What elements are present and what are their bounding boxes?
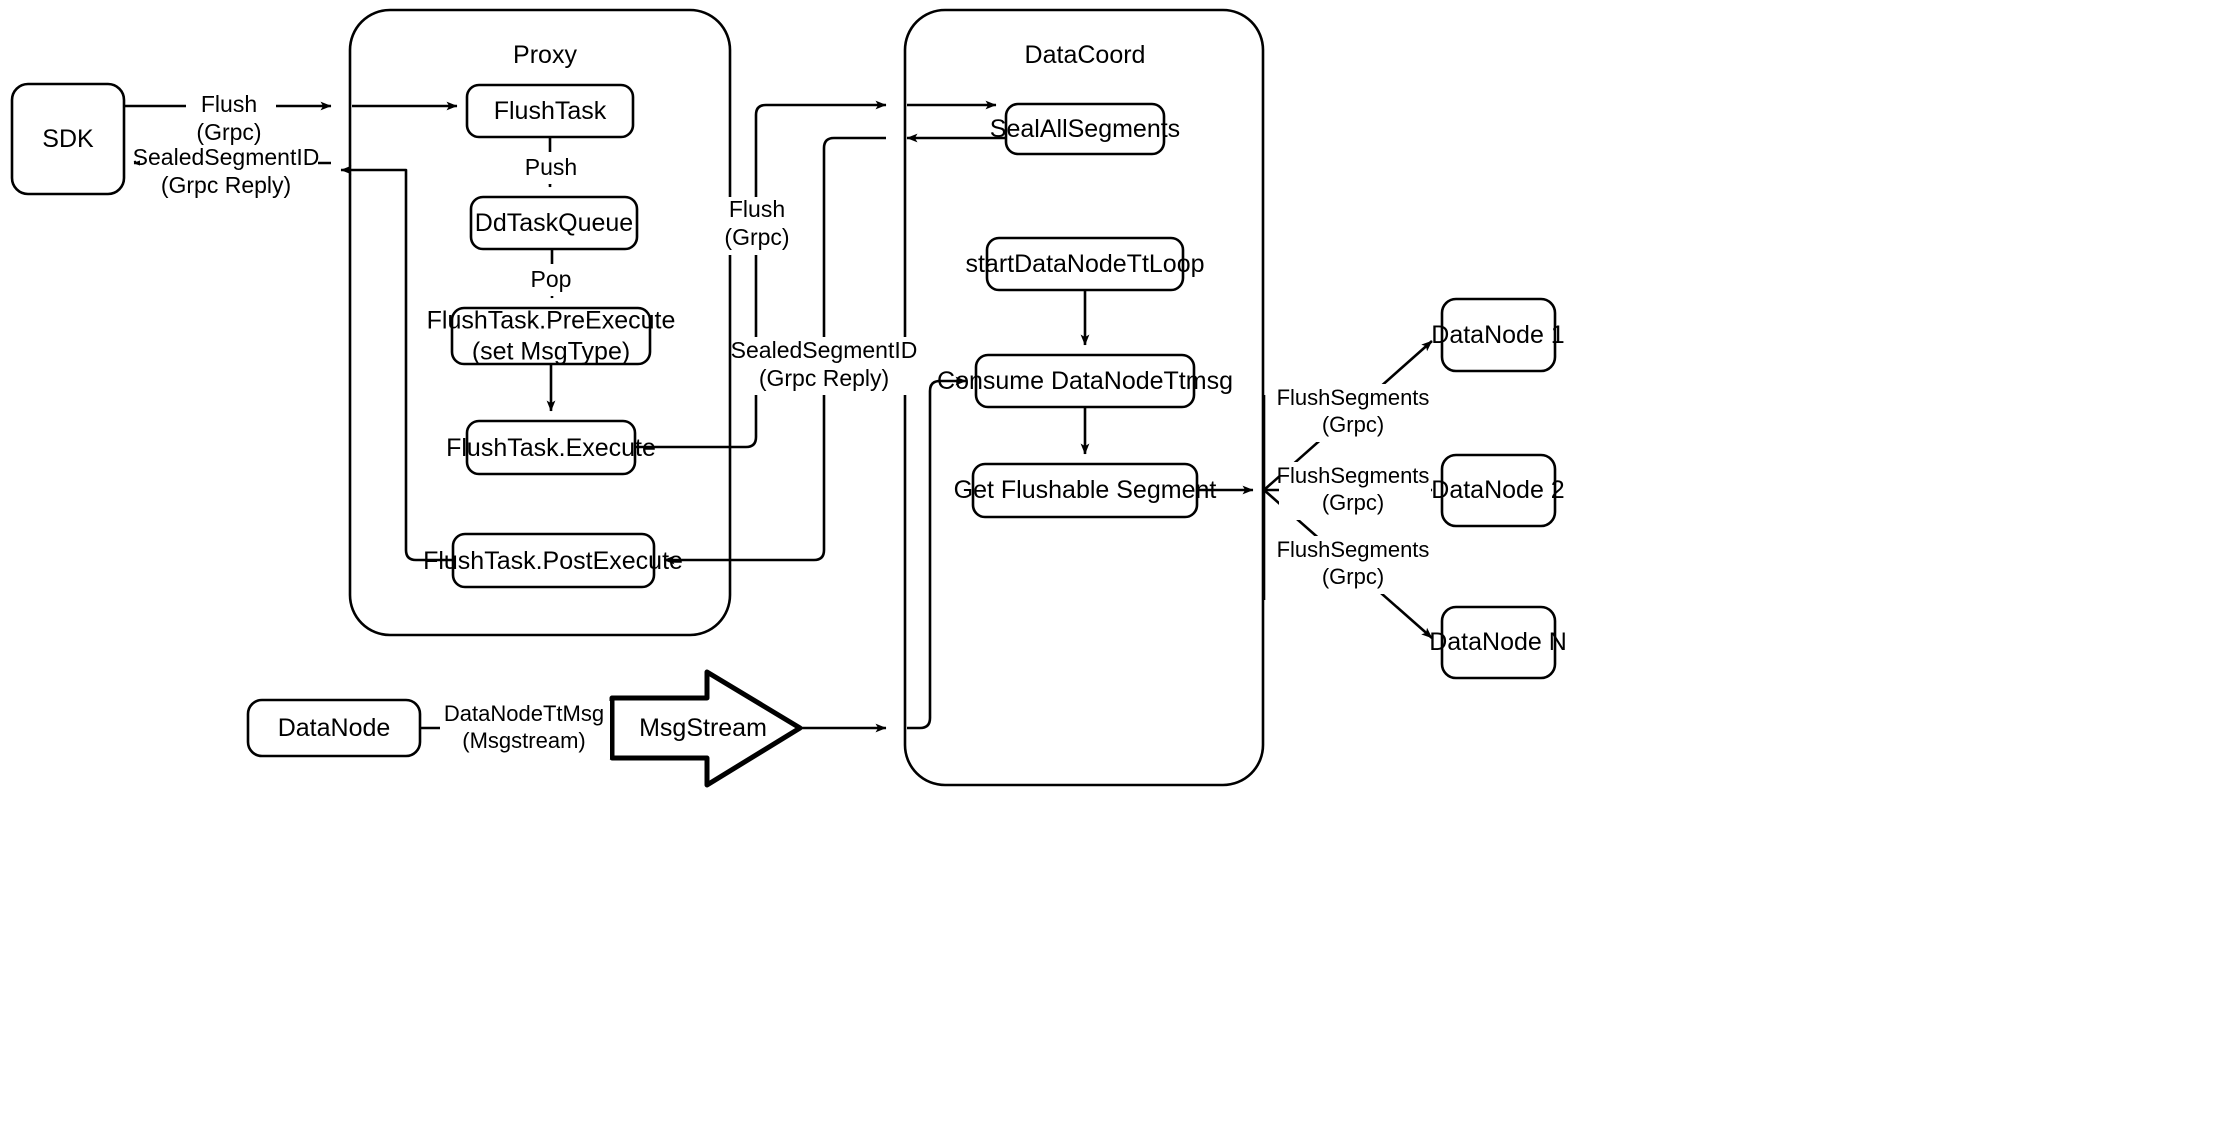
node-postexecute-shape <box>451 532 656 589</box>
node-getflushable-shape <box>971 462 1199 519</box>
node-execute-shape <box>465 419 637 476</box>
node-startttloop-shape <box>985 236 1185 292</box>
node-sdk-shape <box>10 82 126 196</box>
node-flushtask-shape <box>465 83 635 139</box>
group-datacoord-border <box>903 8 1265 787</box>
node-datanoden-shape <box>1440 605 1557 680</box>
node-datanode-src-shape <box>246 698 422 758</box>
edge-datacoord-to-consume <box>907 376 967 730</box>
node-datanode2-shape <box>1440 453 1557 528</box>
node-consumettmsg-shape <box>974 353 1196 409</box>
node-sealallsegments-shape <box>1004 102 1166 156</box>
node-datanode1-shape <box>1440 297 1557 373</box>
node-preexecute-shape <box>450 306 652 366</box>
group-proxy-border <box>348 8 732 637</box>
edge-postexecute-to-sdk <box>340 165 453 562</box>
edge-execute-to-datacoord <box>635 100 887 449</box>
node-msgstream-shape <box>609 669 803 788</box>
node-ddtaskqueue-shape <box>469 195 639 251</box>
